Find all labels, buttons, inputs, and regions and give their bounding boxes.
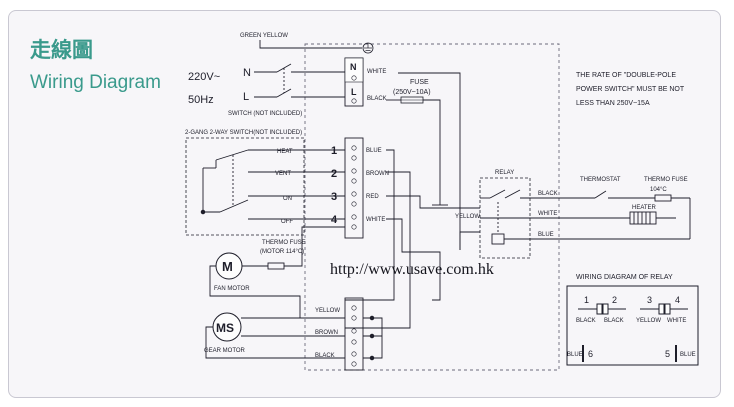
power-switch-label: SWITCH (NOT INCLUDED): [228, 111, 302, 117]
relay-title: RELAY: [495, 170, 514, 176]
relay-inset-box: [566, 285, 699, 366]
svg-text:4: 4: [675, 295, 680, 305]
ground-icon: [362, 42, 374, 54]
fuse-rating: (250V~10A): [393, 89, 431, 96]
terminal-n: N: [350, 62, 357, 72]
svg-text:2: 2: [612, 295, 617, 305]
svg-text:1: 1: [331, 145, 337, 157]
svg-text:1: 1: [584, 295, 589, 305]
svg-text:YELLOW: YELLOW: [636, 318, 661, 324]
svg-text:MS: MS: [216, 321, 234, 335]
gang-switch-box: [185, 137, 305, 236]
terminal-n-wire: WHITE: [367, 69, 386, 75]
relay-out-blue: BLUE: [538, 232, 554, 238]
motor-fuse-temp: (MOTOR 114°C): [260, 249, 304, 255]
svg-text:BLACK: BLACK: [604, 318, 624, 324]
terminal-wire-red: RED: [366, 194, 379, 200]
terminal-wire-brown: BROWN: [366, 171, 389, 177]
switch-pos-heat: HEAT: [277, 149, 293, 155]
note-line3: LESS THAN 250V~15A: [576, 100, 650, 107]
title-english: Wiring Diagram: [30, 72, 161, 93]
double-pole-switch: [254, 63, 345, 98]
switch-pos-off: OFF: [281, 219, 293, 225]
motor-fuse-label: THERMO FUSE: [262, 240, 306, 246]
relay-inset-pins: 1 2 3 4 BLACK BLACK YELLOW WHITE: [576, 295, 686, 324]
relay-contacts: [480, 189, 565, 245]
gang-switch-wiring: [200, 149, 345, 220]
gear-wire-black: BLACK: [315, 353, 335, 359]
svg-text:2: 2: [331, 168, 337, 180]
gear-motor-icon: MS: [212, 312, 242, 342]
svg-text:4: 4: [331, 214, 338, 226]
terminal-l: L: [351, 87, 357, 97]
switch-pos-vent: VENT: [275, 171, 291, 177]
heater-fuse-temp: 104°C: [650, 187, 667, 193]
svg-text:WHITE: WHITE: [667, 318, 686, 324]
main-fuse: [400, 96, 424, 104]
title-chinese: 走線圖: [30, 38, 93, 62]
heater-fuse-label: THERMO FUSE: [644, 177, 688, 183]
appliance-enclosure: [304, 43, 560, 371]
svg-text:BLACK: BLACK: [576, 318, 596, 324]
svg-text:3: 3: [647, 295, 652, 305]
fan-motor-icon: M: [215, 252, 243, 280]
internal-wiring: [345, 149, 480, 329]
fuse-title: FUSE: [410, 79, 429, 86]
terminal-numbers: 1 2 3 4: [331, 145, 338, 226]
terminal-wire-blue: BLUE: [366, 148, 382, 154]
thermostat-label: THERMOSTAT: [580, 177, 621, 183]
fan-motor-label: FAN MOTOR: [214, 286, 250, 292]
relay-inset-left-num: 6: [588, 349, 593, 359]
terminal-block: [344, 137, 364, 239]
gear-wire-brown: BROWN: [315, 330, 338, 336]
supply-frequency: 50Hz: [188, 94, 214, 106]
ground-wire: [259, 40, 362, 49]
supply-neutral-label: N: [243, 67, 251, 79]
svg-text:M: M: [222, 259, 233, 274]
switch-pos-on: ON: [283, 196, 292, 202]
ground-wire-label: GREEN YELLOW: [240, 33, 288, 39]
note-line1: THE RATE OF "DOUBLE-POLE: [576, 72, 676, 79]
fan-motor-wiring: [209, 226, 345, 318]
relay-coil-wire: YELLOW: [455, 214, 480, 220]
relay-inset-right-num: 5: [665, 349, 670, 359]
supply-voltage: 220V~: [188, 71, 220, 83]
diagram-panel: [8, 10, 721, 398]
relay-out-white: WHITE: [538, 211, 557, 217]
relay-inset-right-color: BLUE: [680, 352, 696, 358]
heater-circuit: [565, 190, 691, 240]
terminal-wire-white: WHITE: [366, 217, 385, 223]
relay-inset-left-color: BLUE: [567, 352, 583, 358]
gear-motor-terminal: [344, 297, 364, 371]
gear-wire-yellow: YELLOW: [315, 308, 340, 314]
watermark-url[interactable]: http://www.usave.com.hk: [330, 261, 494, 278]
svg-text:3: 3: [331, 191, 337, 203]
gear-motor-label: GEAR MOTOR: [204, 348, 246, 354]
supply-live-label: L: [243, 91, 249, 103]
relay-out-black: BLACK: [538, 191, 558, 197]
heater-label: HEATER: [632, 205, 657, 211]
note-line2: POWER SWITCH" MUST BE NOT: [576, 86, 685, 93]
gear-motor-wiring: [205, 315, 383, 361]
gang-switch-title: 2-GANG 2-WAY SWITCH(NOT INCLUDED): [185, 130, 302, 136]
relay-inset-title: WIRING DIAGRAM OF RELAY: [576, 274, 673, 281]
terminal-l-wire: BLACK: [367, 96, 387, 102]
